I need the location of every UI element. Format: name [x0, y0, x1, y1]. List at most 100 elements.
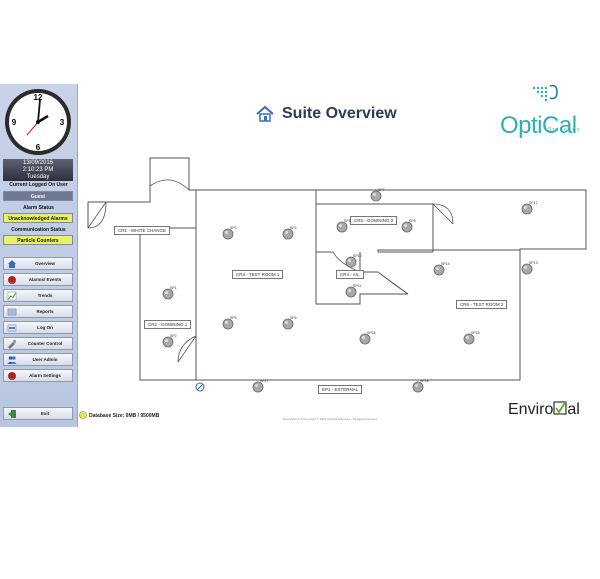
- sensor-point[interactable]: [336, 221, 348, 233]
- optical-logo-sciences: Sciences: [548, 127, 582, 133]
- analog-clock: 12 3 6 9: [5, 89, 71, 155]
- nav-label: Log On: [37, 325, 53, 330]
- sensor-point[interactable]: [359, 333, 371, 345]
- sensor-point[interactable]: [401, 221, 413, 233]
- sensor-label: SP7: [378, 188, 385, 192]
- date-text: 13/09/2016: [22, 160, 54, 166]
- alarm-status-indicator[interactable]: Unacknowledged Alarms: [3, 213, 73, 223]
- room-label-cr3[interactable]: CR3 - TEST ROOM 1: [232, 270, 284, 279]
- nav-label: Alarms/ Events: [28, 277, 62, 282]
- comm-status-indicator[interactable]: Particle Counters: [3, 235, 73, 245]
- counter-control-icon: [8, 339, 17, 349]
- sensor-point[interactable]: [412, 381, 424, 393]
- room-label-ep1[interactable]: EP1 - EXTERNAL: [318, 385, 363, 394]
- sensor-label: SP10: [353, 254, 362, 258]
- main-panel: Suite Overview OptiCal Sciences: [78, 84, 600, 427]
- nav-label: User Admin: [32, 357, 58, 362]
- nav-label: Alarm Settings: [29, 373, 61, 378]
- sensor-point[interactable]: [433, 264, 445, 276]
- sensor-point[interactable]: [521, 203, 533, 215]
- time-text: 2:10:23 PM: [22, 167, 54, 173]
- sensor-label: SP18: [420, 379, 429, 383]
- sensor-label: SP16: [367, 331, 376, 335]
- floor-plan: [87, 157, 587, 392]
- database-size-text: Database Size: 0MB / 9500MB: [89, 413, 160, 419]
- sidebar: 12 3 6 9 13/09/2016 2:10:23 PM Tuesday C…: [0, 84, 78, 427]
- database-status-icon: [79, 411, 87, 419]
- nav-label: Trends: [37, 293, 53, 298]
- sensor-point[interactable]: [345, 256, 357, 268]
- day-text: Tuesday: [26, 174, 50, 180]
- nav-alarms-events-button[interactable]: Alarms/ Events: [3, 273, 73, 286]
- sensor-point[interactable]: [222, 228, 234, 240]
- sensor-label: SP14: [441, 262, 450, 266]
- logged-user-label: Current Logged On User: [9, 182, 68, 188]
- copyright-text: EnviroVal v1.0 Copyright © 2016 OptiCal …: [283, 417, 377, 421]
- exit-label: Exit: [40, 411, 50, 416]
- exit-button[interactable]: Exit: [3, 407, 73, 420]
- room-label-cr6[interactable]: CR6 - TEST ROOM 2: [456, 300, 508, 309]
- sensor-point[interactable]: [222, 318, 234, 330]
- alarm-status-label: Alarm Status: [23, 205, 54, 211]
- nav-trends-button[interactable]: Trends: [3, 289, 73, 302]
- sensor-point[interactable]: [162, 288, 174, 300]
- enviroval-logo-text-a: Enviro: [508, 401, 554, 418]
- sensor-label: SP15: [471, 331, 480, 335]
- nav-counter-control-button[interactable]: Counter Control: [3, 337, 73, 350]
- sensor-label: SP12: [529, 201, 538, 205]
- nav-label: Counter Control: [27, 341, 63, 346]
- sensor-label: SP6: [290, 316, 297, 320]
- alarm-icon: [8, 276, 16, 284]
- sensor-label: SP9: [409, 219, 416, 223]
- home-icon: [256, 106, 274, 122]
- room-label-cr1[interactable]: CR1 - WHITE CHANGE: [114, 226, 171, 235]
- home-icon: [8, 260, 16, 268]
- svg-text:12: 12: [34, 93, 43, 102]
- sensor-point[interactable]: [370, 190, 382, 202]
- sensor-point[interactable]: [521, 263, 533, 275]
- sensor-label: SP5: [230, 316, 237, 320]
- svg-text:9: 9: [12, 118, 17, 127]
- exit-door-icon: [8, 410, 16, 418]
- room-label-cr4[interactable]: CR4 - A/L: [336, 270, 364, 279]
- sensor-label: SP8: [344, 219, 351, 223]
- sensor-point[interactable]: [252, 381, 264, 393]
- application-window: 12 3 6 9 13/09/2016 2:10:23 PM Tuesday C…: [0, 84, 600, 427]
- nav-user-admin-button[interactable]: User Admin: [3, 353, 73, 366]
- sensor-label: SP3: [230, 226, 237, 230]
- users-icon: [7, 356, 17, 364]
- logged-user-value: Guest: [3, 191, 73, 201]
- room-label-cr2[interactable]: CR2 - GOWNING 1: [144, 320, 192, 329]
- sensor-point[interactable]: [282, 318, 294, 330]
- sensor-point[interactable]: [162, 336, 174, 348]
- optical-logo-mark: [532, 84, 558, 102]
- sensor-label: SP17: [260, 379, 269, 383]
- nav-overview-button[interactable]: Overview: [3, 257, 73, 270]
- page-title: Suite Overview: [282, 105, 397, 122]
- nav-log-on-button[interactable]: Log On: [3, 321, 73, 334]
- trends-icon: [7, 291, 17, 301]
- enviroval-logo-text-b: al: [567, 401, 580, 418]
- svg-text:3: 3: [60, 118, 65, 127]
- room-label-cr5[interactable]: CR5 - GOWNING 2: [350, 216, 398, 225]
- nav-reports-button[interactable]: Reports: [3, 305, 73, 318]
- enviroval-logo: Enviro al: [508, 400, 580, 419]
- sensor-point[interactable]: [345, 286, 357, 298]
- sensor-label: SP4: [290, 226, 297, 230]
- nav-alarm-settings-button[interactable]: Alarm Settings: [3, 369, 73, 382]
- checkbox-check-icon: [553, 400, 568, 415]
- reports-icon: [7, 308, 17, 316]
- sensor-point[interactable]: [463, 333, 475, 345]
- sensor-label: SP11: [353, 284, 362, 288]
- date-time-display: 13/09/2016 2:10:23 PM Tuesday: [3, 159, 73, 181]
- sensor-label: SP1: [170, 286, 177, 290]
- svg-text:6: 6: [36, 143, 41, 152]
- nav-label: Overview: [34, 261, 55, 266]
- comm-status-label: Communication Status: [11, 227, 66, 233]
- sensor-label: SP13: [529, 261, 538, 265]
- alarm-settings-icon: [8, 372, 16, 380]
- sensor-point[interactable]: [282, 228, 294, 240]
- sensor-label: SP2: [170, 334, 177, 338]
- nav-label: Reports: [36, 309, 54, 314]
- logon-icon: [7, 324, 17, 332]
